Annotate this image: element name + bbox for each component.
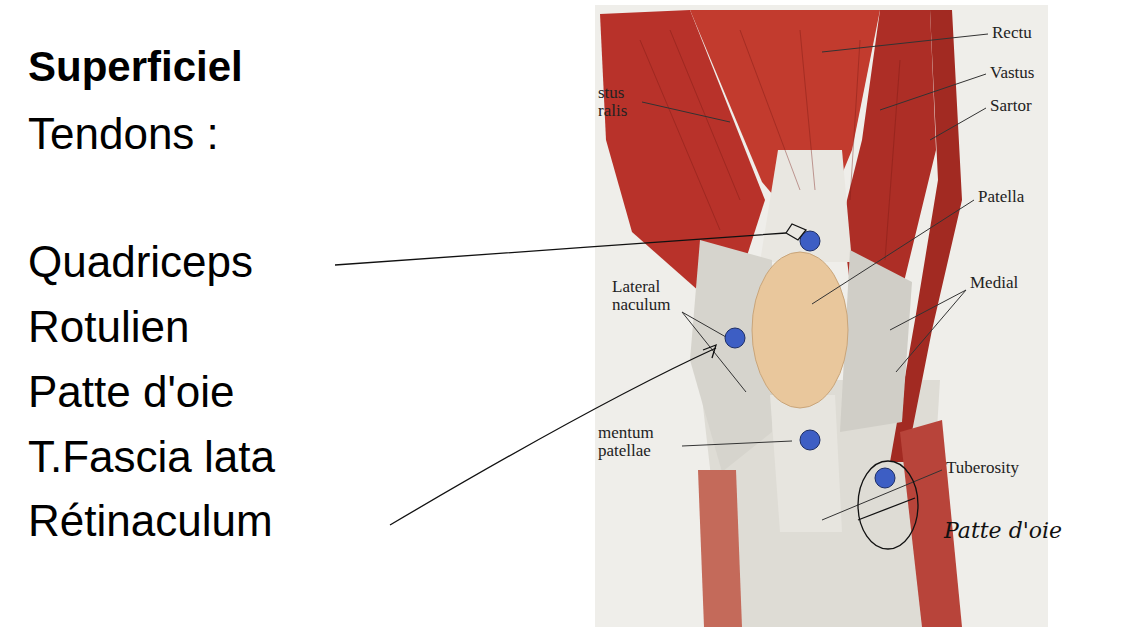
anatomy-label: Sartor xyxy=(990,97,1045,115)
anatomy-label: Lateral naculum xyxy=(612,278,680,314)
anatomy-label: Tuberosity xyxy=(946,459,1036,477)
slide-title: Superficiel xyxy=(28,44,243,90)
anatomy-label: Patella xyxy=(978,188,1038,206)
leader-lines xyxy=(642,34,988,520)
patellar-ligament xyxy=(770,395,842,532)
list-heading: Tendons : xyxy=(28,110,219,158)
medial-retinaculum xyxy=(840,250,912,432)
anatomy-label: mentum patellae xyxy=(598,424,678,460)
anatomy-label: stus ralis xyxy=(598,84,640,120)
muscle-fibres xyxy=(640,30,900,260)
blue-dots xyxy=(725,231,895,488)
anatomy-label: Medial xyxy=(970,274,1028,292)
list-item: T.Fascia lata xyxy=(28,433,275,481)
anatomy-label: Rectu xyxy=(992,24,1042,42)
handwritten-marks xyxy=(335,224,918,549)
list-item: Rétinaculum xyxy=(28,497,273,545)
list-item: Quadriceps xyxy=(28,238,253,286)
patella xyxy=(752,252,848,408)
lateral-leg-muscle xyxy=(698,470,742,627)
handwritten-note: Patte d'oie xyxy=(944,518,1062,543)
anatomy-label: Vastus xyxy=(990,64,1045,82)
list-item: Patte d'oie xyxy=(28,368,235,416)
list-item: Rotulien xyxy=(28,303,189,351)
quadriceps-tendon xyxy=(760,150,852,262)
